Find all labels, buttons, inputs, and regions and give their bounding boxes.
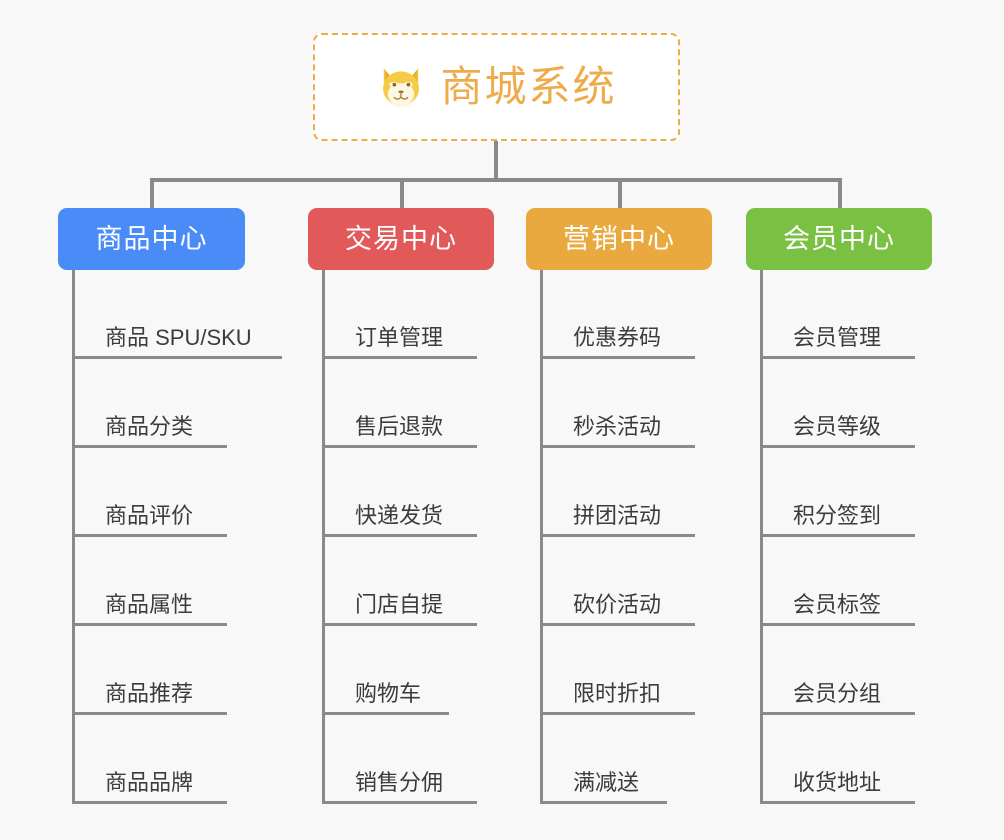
leaf-item[interactable]: 门店自提 [325,537,528,626]
category-column-product: 商品中心 商品 SPU/SKU 商品分类 商品评价 商品属性 商品推荐 商品品牌 [58,208,282,804]
leaf-item-label: 优惠券码 [573,324,662,350]
leaf-item[interactable]: 销售分佣 [325,715,528,804]
category-column-trade: 交易中心 订单管理 售后退款 快递发货 门店自提 购物车 销售分佣 [308,208,528,804]
category-columns: 商品中心 商品 SPU/SKU 商品分类 商品评价 商品属性 商品推荐 商品品牌… [0,208,1004,840]
leaf-item-label: 商品分类 [105,413,194,439]
leaf-item[interactable]: 优惠券码 [543,270,746,359]
leaf-item-label: 商品品牌 [105,769,194,795]
leaf-item[interactable]: 积分签到 [763,448,966,537]
root-node[interactable]: 商城系统 [313,33,680,141]
leaf-item[interactable]: 订单管理 [325,270,528,359]
leaf-item-label: 商品属性 [105,591,194,617]
leaf-item-label: 砍价活动 [573,591,662,617]
leaf-item[interactable]: 售后退款 [325,359,528,448]
leaf-item-label: 快递发货 [355,502,444,528]
leaf-item[interactable]: 会员等级 [763,359,966,448]
leaf-item-label: 会员等级 [793,413,882,439]
connector-drop-2 [400,178,404,210]
leaf-item-label: 拼团活动 [573,502,662,528]
leaf-item-label: 购物车 [355,680,422,706]
category-header-trade[interactable]: 交易中心 [308,208,494,270]
category-header-marketing[interactable]: 营销中心 [526,208,712,270]
leaf-item-label: 商品推荐 [105,680,194,706]
category-header-label: 营销中心 [563,223,675,254]
connector-drop-4 [838,178,842,210]
leaf-item-label: 商品评价 [105,502,194,528]
leaf-item[interactable]: 商品属性 [75,537,278,626]
leaf-item-label: 满减送 [573,769,640,795]
leaf-item-label: 售后退款 [355,413,444,439]
leaf-item[interactable]: 砍价活动 [543,537,746,626]
leaf-item[interactable]: 收货地址 [763,715,966,804]
leaf-item[interactable]: 商品推荐 [75,626,278,715]
category-header-label: 会员中心 [783,223,895,254]
leaf-item[interactable]: 商品分类 [75,359,278,448]
category-header-product[interactable]: 商品中心 [58,208,245,270]
shiba-dog-face-icon [376,62,426,112]
leaf-item[interactable]: 秒杀活动 [543,359,746,448]
leaf-list-member: 会员管理 会员等级 积分签到 会员标签 会员分组 收货地址 [760,270,966,804]
connector-horizontal-bus [150,178,840,182]
leaf-list-product: 商品 SPU/SKU 商品分类 商品评价 商品属性 商品推荐 商品品牌 [72,270,282,804]
leaf-item[interactable]: 会员管理 [763,270,966,359]
connector-drop-1 [150,178,154,210]
leaf-list-trade: 订单管理 售后退款 快递发货 门店自提 购物车 销售分佣 [322,270,528,804]
leaf-item-label: 收货地址 [793,769,882,795]
leaf-item-label: 限时折扣 [573,680,662,706]
category-column-marketing: 营销中心 优惠券码 秒杀活动 拼团活动 砍价活动 限时折扣 满减送 [526,208,746,804]
leaf-item-label: 秒杀活动 [573,413,662,439]
leaf-item[interactable]: 限时折扣 [543,626,746,715]
leaf-item-label: 积分签到 [793,502,882,528]
leaf-item-label: 订单管理 [355,324,444,350]
category-column-member: 会员中心 会员管理 会员等级 积分签到 会员标签 会员分组 收货地址 [746,208,966,804]
leaf-item[interactable]: 商品评价 [75,448,278,537]
category-header-label: 商品中心 [95,223,208,254]
leaf-item-label: 商品 SPU/SKU [105,324,252,350]
connector-root-stem [494,141,498,182]
leaf-item-label: 门店自提 [355,591,444,617]
category-header-label: 交易中心 [345,223,457,254]
leaf-item[interactable]: 会员分组 [763,626,966,715]
leaf-item[interactable]: 商品品牌 [75,715,278,804]
leaf-item[interactable]: 会员标签 [763,537,966,626]
leaf-item-label: 会员分组 [793,680,882,706]
leaf-list-marketing: 优惠券码 秒杀活动 拼团活动 砍价活动 限时折扣 满减送 [540,270,746,804]
leaf-item-label: 销售分佣 [355,769,444,795]
leaf-item[interactable]: 购物车 [325,626,528,715]
connector-drop-3 [618,178,622,210]
leaf-item[interactable]: 快递发货 [325,448,528,537]
leaf-item[interactable]: 拼团活动 [543,448,746,537]
leaf-item[interactable]: 商品 SPU/SKU [75,270,282,359]
category-header-member[interactable]: 会员中心 [746,208,932,270]
leaf-item-label: 会员标签 [793,591,882,617]
leaf-item[interactable]: 满减送 [543,715,746,804]
root-title: 商城系统 [440,63,617,110]
leaf-item-label: 会员管理 [793,324,882,350]
